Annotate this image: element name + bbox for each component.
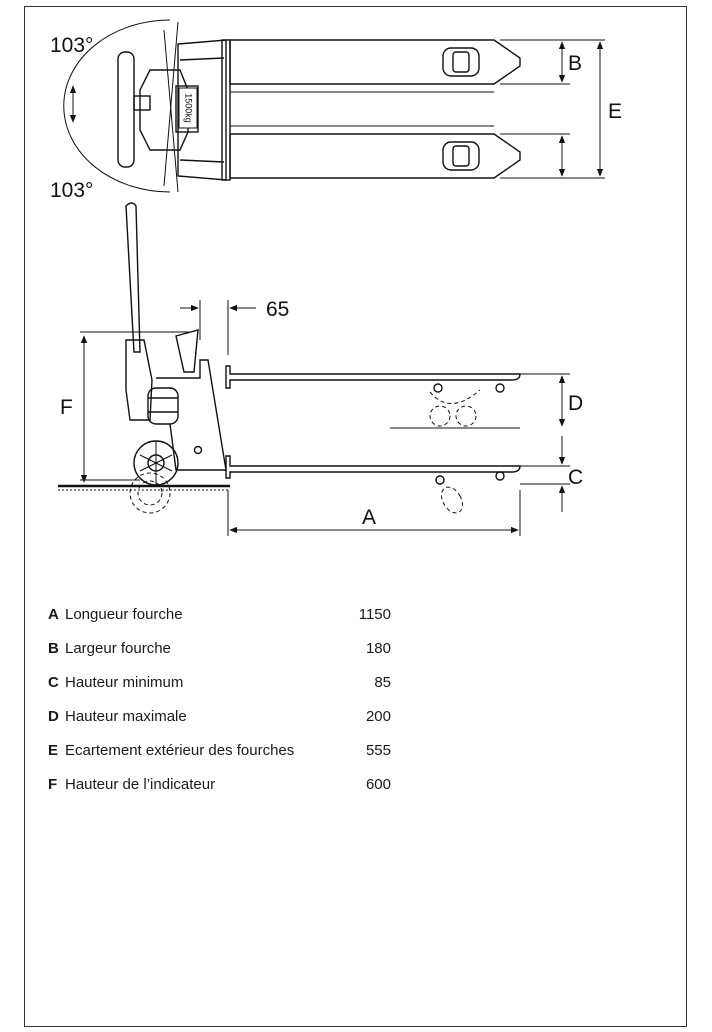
spec-letter: C	[48, 674, 59, 691]
spec-letter: B	[48, 640, 59, 657]
spec-value: 200	[365, 708, 391, 725]
spec-letter: D	[48, 708, 59, 725]
capacity-plate	[178, 87, 198, 129]
spec-value: 1150	[358, 606, 391, 623]
dim-label-65: 65	[266, 298, 289, 321]
side-chassis	[156, 359, 227, 471]
spec-row-a: A Longueur fourche 1150	[48, 604, 448, 625]
spec-label: Longueur fourche	[65, 606, 183, 623]
fork-side-raised	[225, 365, 521, 389]
dim-label-d: D	[568, 392, 583, 415]
dim-label-e: E	[608, 100, 622, 123]
spec-value: 555	[365, 742, 391, 759]
dimension-spec-list: A Longueur fourche 1150 B Largeur fourch…	[48, 604, 448, 808]
spec-label: Hauteur maximale	[65, 708, 187, 725]
spec-label: Hauteur de l’indicateur	[65, 776, 216, 793]
dim-label-c: C	[568, 466, 583, 489]
spec-row-c: C Hauteur minimum 85	[48, 672, 448, 693]
spec-value: 180	[365, 640, 391, 657]
angle-label-top: 103°	[50, 34, 93, 57]
spec-label: Largeur fourche	[65, 640, 171, 657]
spec-row-d: D Hauteur maximale 200	[48, 706, 448, 727]
pump-cylinder	[147, 387, 179, 425]
spec-row-f: F Hauteur de l’indicateur 600	[48, 774, 448, 795]
angle-label-bottom: 103°	[50, 179, 93, 202]
spec-row-e: E Ecartement extérieur des fourches 555	[48, 740, 448, 761]
capacity-plate-label: 1500kg	[184, 93, 194, 123]
pallet-truck-technical-drawing: 1500kg 103° 103° B E	[50, 19, 622, 536]
spec-label: Hauteur minimum	[65, 674, 184, 691]
fork-side-lowered	[225, 455, 521, 479]
spec-value: 600	[365, 776, 391, 793]
top-view	[63, 19, 605, 193]
hydraulic-unit	[139, 69, 189, 151]
dim-label-a: A	[362, 506, 376, 529]
tiller-handle	[117, 51, 135, 168]
spec-value: 85	[374, 674, 391, 691]
tiller-shaft	[125, 202, 141, 353]
spec-letter: F	[48, 776, 58, 793]
spec-row-b: B Largeur fourche 180	[48, 638, 448, 659]
page-frame	[24, 6, 687, 1027]
steering-arc	[63, 19, 171, 193]
spec-label: Ecartement extérieur des fourches	[65, 742, 295, 759]
spec-letter: E	[48, 742, 59, 759]
fork-lower	[229, 133, 521, 179]
dim-label-f: F	[60, 396, 73, 419]
side-view	[58, 202, 570, 536]
spec-letter: A	[48, 606, 59, 623]
fork-upper	[229, 39, 521, 85]
dim-label-b: B	[568, 52, 582, 75]
